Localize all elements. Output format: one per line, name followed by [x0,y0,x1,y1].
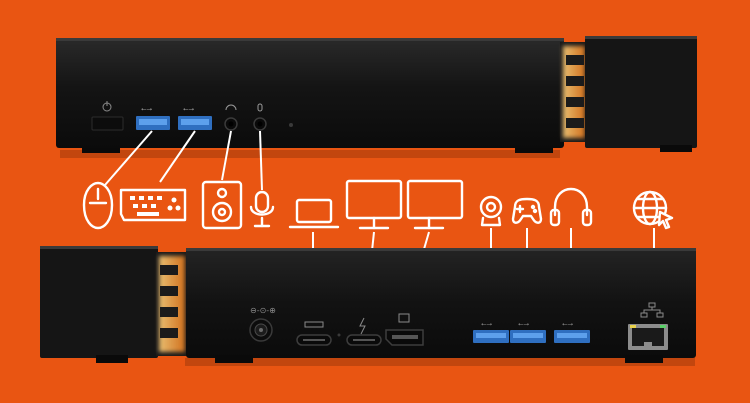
usb-c-port [296,321,332,346]
speaker-icon [201,180,243,230]
led-light-bar [156,252,188,356]
power-button [91,101,124,131]
dock-front-view: ⭠⭢ ⭠⭢ [56,36,697,158]
device-foot [625,355,663,363]
svg-text:⭠⭢: ⭠⭢ [141,105,153,113]
svg-text:⭠⭢: ⭠⭢ [183,105,195,113]
device-foot [96,355,128,363]
microphone-jack [253,103,267,131]
dc-power-input: ⊖-⊙-⊕ [249,306,276,342]
device-end-cap [585,36,697,148]
svg-text:⊖-⊙-⊕: ⊖-⊙-⊕ [250,306,276,315]
device-shadow [185,358,695,366]
microphone-icon [249,190,275,228]
usb-a-port: ⭠⭢ [554,320,590,343]
usb-a-port: ⭠⭢ [510,320,546,343]
device-body [56,38,564,148]
usb-a-port: ⭠⭢ [178,105,212,130]
monitor-icon [406,179,464,230]
headphone-jack [224,104,238,131]
usb-a-port: ⭠⭢ [473,320,509,343]
thunderbolt-port [346,317,382,346]
device-icons [82,179,674,230]
status-led [289,123,293,127]
globe-icon [632,190,674,230]
device-foot [515,145,553,153]
usb-a-port: ⭠⭢ [136,105,170,130]
ethernet-port [628,302,668,350]
device-foot [215,355,253,363]
webcam-icon [479,195,503,227]
displayport [385,313,424,346]
laptop-icon [288,198,340,229]
led-light-bar [560,42,588,142]
device-shadow [60,150,560,158]
status-led [337,333,341,337]
svg-text:⭠⭢: ⭠⭢ [562,320,574,328]
headphones-icon [549,187,593,227]
device-end-cap [40,246,158,358]
device-top-edge [56,38,564,41]
dock-rear-view: ⊖-⊙-⊕ ⭠⭢ ⭠⭢ [40,246,696,366]
gamepad-icon [511,197,543,224]
monitor-icon [345,179,403,230]
mouse-icon [82,181,114,230]
svg-text:⭠⭢: ⭠⭢ [481,320,493,328]
device-foot [660,145,692,152]
device-foot [82,145,120,153]
svg-text:⭠⭢: ⭠⭢ [518,320,530,328]
keyboard-icon [119,188,187,222]
